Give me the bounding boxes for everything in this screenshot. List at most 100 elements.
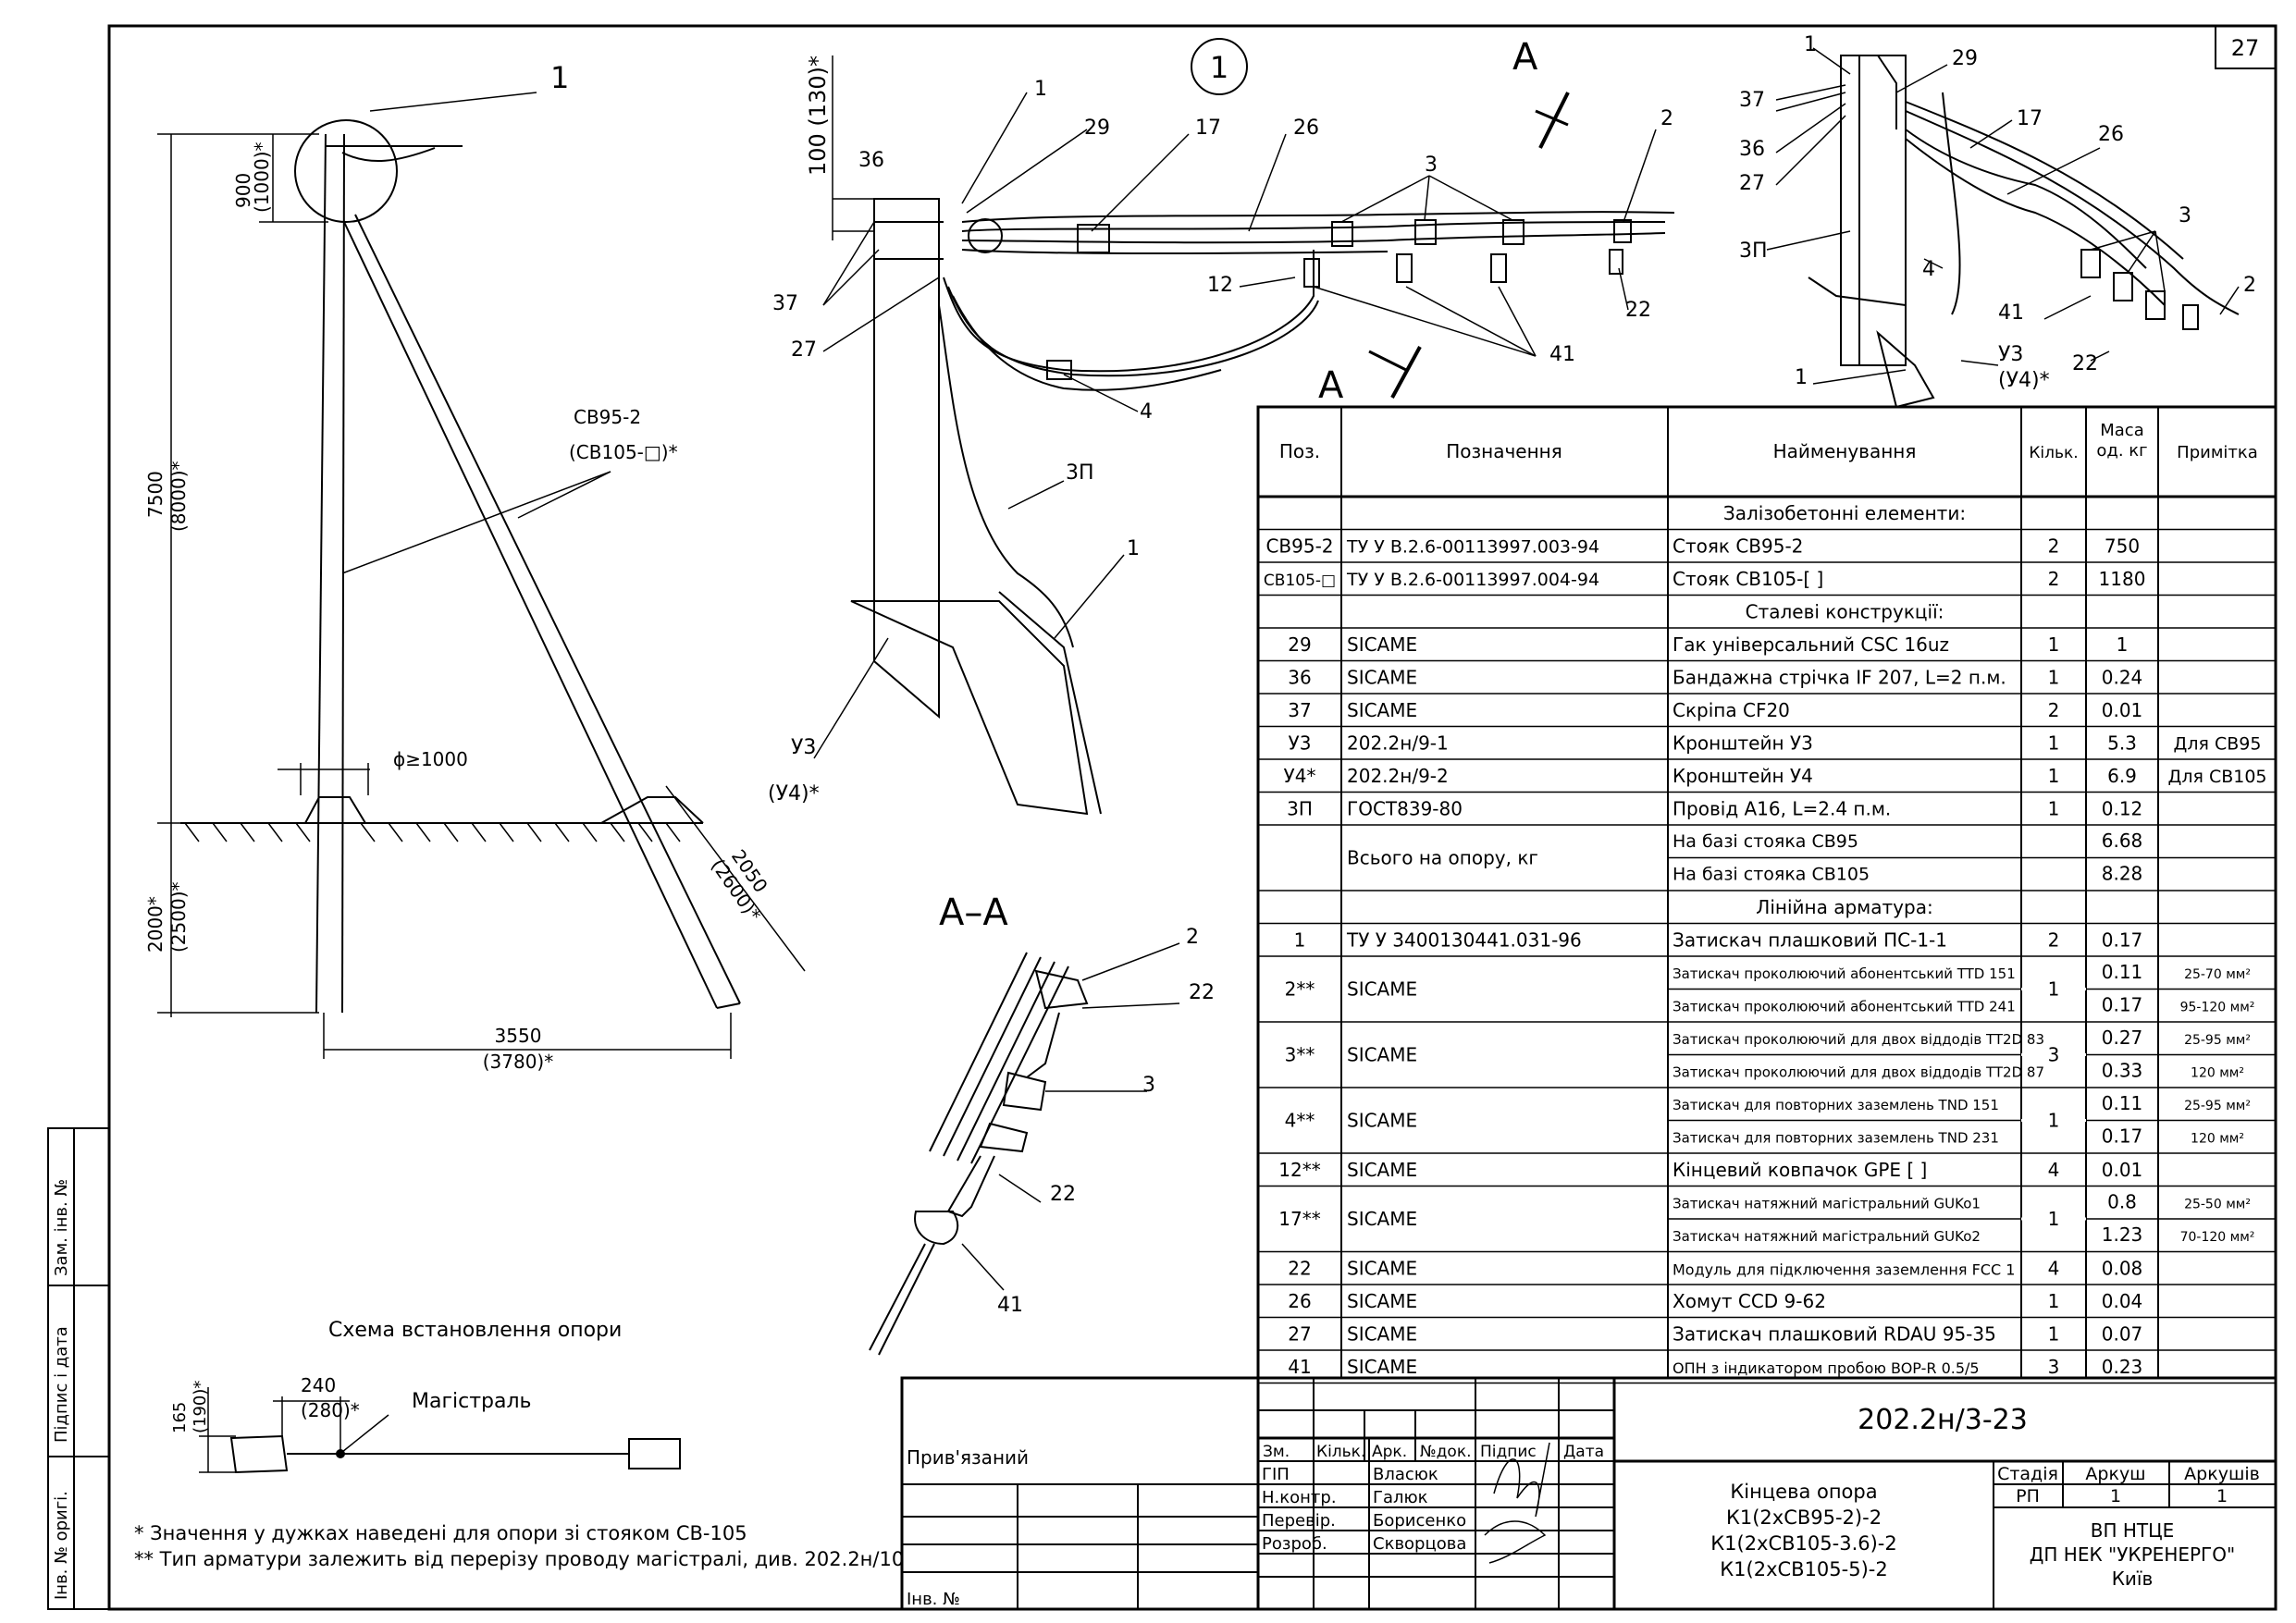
spec-row-2-pos: СВ105-□ xyxy=(1264,572,1336,590)
name-0: Власюк xyxy=(1373,1465,1438,1484)
spec-row-7-note: Для СВ95 xyxy=(2174,734,2262,755)
scheme-title: Схема встановлення опори xyxy=(328,1319,622,1342)
callout-1: 1 xyxy=(550,60,569,95)
spec-row-17-mass-0: 0.8 xyxy=(2107,1191,2137,1213)
spec-row-7-name: Кронштейн У3 xyxy=(1673,732,1813,755)
spec-row-14-qty: 3 xyxy=(2048,1044,2060,1066)
spec-header-mass: Маса од. кг xyxy=(2096,421,2148,461)
spec-row-7-code: 202.2н/9-1 xyxy=(1347,732,1449,755)
spec-row-13-note-1: 95-120 мм² xyxy=(2180,1001,2255,1015)
detail-label-29: 29 xyxy=(1084,117,1110,140)
aa-label-3: 3 xyxy=(1142,1074,1155,1097)
spec-row-21-code: SICAME xyxy=(1347,1356,1417,1378)
spec-row-16-code: SICAME xyxy=(1347,1159,1417,1181)
detail-label-17: 17 xyxy=(1195,117,1221,140)
spec-row-4-qty: 1 xyxy=(2048,633,2060,656)
note-1: * Значення у дужках наведені для опори з… xyxy=(134,1522,747,1544)
strip-replace-inv: Зам. інв. № xyxy=(52,1179,71,1276)
sheet-number-box xyxy=(2215,25,2277,69)
role-3: Розроб. xyxy=(1262,1534,1327,1554)
spec-row-15-mass-1: 0.17 xyxy=(2102,1125,2143,1148)
doc-number: 202.2н/3-23 xyxy=(1858,1404,2028,1436)
spec-header-qty: Кільк. xyxy=(2029,444,2078,462)
scheme-dim-165-alt: (190)* xyxy=(191,1381,210,1433)
role-0: ГІП xyxy=(1262,1465,1290,1484)
iso-label-36: 36 xyxy=(1739,138,1765,161)
spec-row-19-pos: 26 xyxy=(1288,1290,1311,1312)
strut-label: СВ95-2 xyxy=(574,406,641,428)
scheme-dim-240-alt: (280)* xyxy=(301,1399,360,1421)
iso-label-u4: (У4)* xyxy=(1998,369,2050,392)
spec-row-6-name: Скріпа CF20 xyxy=(1673,699,1790,721)
spec-row-21-qty: 3 xyxy=(2048,1356,2060,1378)
spec-row-17-code: SICAME xyxy=(1347,1208,1417,1230)
spec-row-6-code: SICAME xyxy=(1347,699,1417,721)
chg-h-3: №док. xyxy=(1420,1443,1472,1461)
stage-h-0: Стадія xyxy=(1997,1464,2058,1484)
spec-row-21-pos: 41 xyxy=(1288,1356,1311,1378)
dim-7500-alt: (8000)* xyxy=(167,461,190,532)
spec-row-17-note-0: 25-50 мм² xyxy=(2184,1198,2251,1212)
spec-row-13-qty: 1 xyxy=(2048,978,2060,1001)
spec-row-18-name: Модуль для підключення заземлення FCC 1 xyxy=(1673,1261,2015,1279)
iso-label-22: 22 xyxy=(2072,352,2098,375)
spec-row-10-mass-0: 6.68 xyxy=(2102,830,2143,852)
spec-row-lines xyxy=(1258,528,2276,1384)
spec-row-20-mass: 0.07 xyxy=(2102,1323,2143,1346)
spec-row-14-mass-0: 0.27 xyxy=(2102,1027,2143,1049)
detail-label-36: 36 xyxy=(858,149,884,172)
iso-label-37: 37 xyxy=(1739,89,1765,112)
spec-row-12-pos: 1 xyxy=(1294,929,1306,952)
strip-sign-date: Підпис і дата xyxy=(52,1326,71,1443)
iso-label-1: 1 xyxy=(1804,33,1817,56)
stage-h-2: Аркушів xyxy=(2184,1464,2260,1484)
spec-row-8-qty: 1 xyxy=(2048,765,2060,787)
spec-header-note: Примітка xyxy=(2177,443,2258,462)
spec-row-13-mass-0: 0.11 xyxy=(2102,961,2143,983)
scheme-dim-165: 165 xyxy=(170,1402,190,1433)
spec-row-14-name-0: Затискач проколюючий для двох віддодів T… xyxy=(1673,1031,2044,1048)
spec-row-5-mass: 0.24 xyxy=(2102,667,2143,689)
spec-row-9-mass: 0.12 xyxy=(2102,798,2143,820)
isometric-view xyxy=(1766,47,2240,409)
spec-row-1-pos: СВ95-2 xyxy=(1265,535,1333,558)
iso-label-2: 2 xyxy=(2243,274,2256,297)
spec-row-20-code: SICAME xyxy=(1347,1323,1417,1346)
detail-label-u4: (У4)* xyxy=(768,782,820,805)
spec-row-8-mass: 6.9 xyxy=(2107,765,2137,787)
section-aa-view xyxy=(869,942,1180,1356)
spec-row-14-mass-1: 0.33 xyxy=(2102,1060,2143,1082)
spec-row-15-qty: 1 xyxy=(2048,1110,2060,1132)
aa-label-22: 22 xyxy=(1189,981,1215,1004)
chg-h-0: Зм. xyxy=(1263,1443,1290,1461)
detail-label-41: 41 xyxy=(1549,343,1575,366)
spec-row-7-qty: 1 xyxy=(2048,732,2060,755)
dim-900: 900 xyxy=(232,173,254,208)
spec-row-20-pos: 27 xyxy=(1288,1323,1311,1346)
iso-label-41: 41 xyxy=(1998,301,2024,325)
spec-row-4-mass: 1 xyxy=(2117,633,2129,656)
iso-label-3: 3 xyxy=(2179,204,2191,227)
spec-row-12-qty: 2 xyxy=(2048,929,2060,952)
spec-row-14-code: SICAME xyxy=(1347,1044,1417,1066)
inv-label: Інв. № xyxy=(907,1590,960,1609)
strut-label-alt: (СВ105-□)* xyxy=(569,441,678,463)
section-title: А–А xyxy=(939,891,1008,934)
pole-elevation-view xyxy=(157,92,806,1059)
stage-v-0: РП xyxy=(2016,1486,2040,1506)
spec-row-17-qty: 1 xyxy=(2048,1208,2060,1230)
spec-row-13-mass-1: 0.17 xyxy=(2102,994,2143,1016)
spec-row-2-qty: 2 xyxy=(2048,568,2060,590)
spec-row-1-qty: 2 xyxy=(2048,535,2060,558)
spec-row-15-name-1: Затискач для повторних заземлень TND 231 xyxy=(1673,1130,1999,1147)
aa-label-22b: 22 xyxy=(1050,1183,1076,1206)
iso-label-u3: У3 xyxy=(1998,343,2023,366)
spec-row-14-note-1: 120 мм² xyxy=(2191,1066,2244,1081)
spec-row-21-mass: 0.23 xyxy=(2102,1356,2143,1378)
spec-row-2-mass: 1180 xyxy=(2099,568,2146,590)
name-3: Скворцова xyxy=(1373,1534,1466,1554)
doc-title-0: Кінцева опора xyxy=(1730,1481,1877,1503)
spec-row-16-name: Кінцевий ковпачок GPE [ ] xyxy=(1673,1159,1927,1181)
detail-label-1b: 1 xyxy=(1127,537,1140,560)
